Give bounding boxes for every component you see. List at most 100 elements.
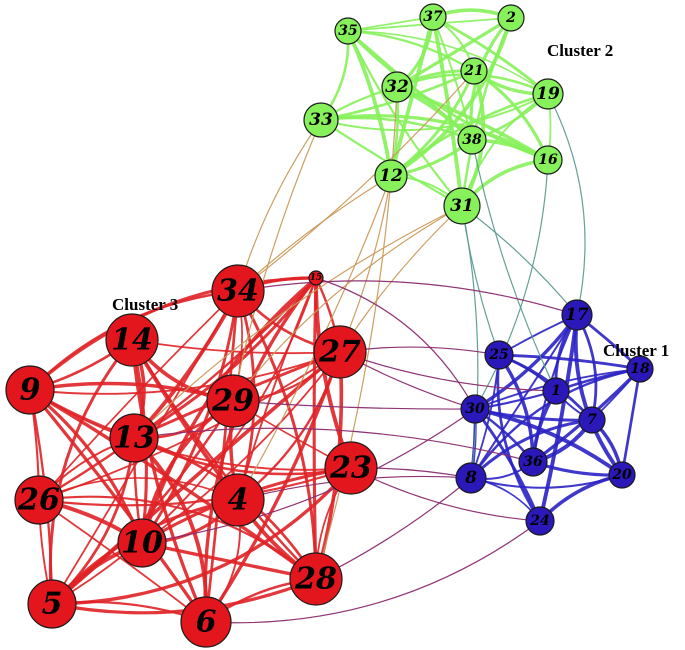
node-35-circle xyxy=(334,17,362,45)
edge-37-31 xyxy=(431,15,464,208)
node-21: 21 xyxy=(460,57,488,85)
node-6-circle xyxy=(180,596,232,648)
edge-21-34 xyxy=(237,70,475,292)
node-2-label: 2 xyxy=(505,10,516,26)
edge-27-1 xyxy=(339,351,557,392)
node-25-label: 25 xyxy=(488,347,508,363)
node-21-circle xyxy=(460,57,488,85)
node-10-circle xyxy=(117,518,167,568)
edge-38-1 xyxy=(471,139,557,392)
node-26-label: 26 xyxy=(17,483,60,518)
edge-19-17 xyxy=(547,93,586,316)
edge-29-30 xyxy=(232,400,476,410)
node-38: 38 xyxy=(457,125,487,155)
edge-15-26 xyxy=(37,276,318,502)
node-24: 24 xyxy=(525,506,555,536)
node-20-circle xyxy=(608,461,636,489)
edge-31-13 xyxy=(133,205,463,439)
node-18: 18 xyxy=(626,355,654,383)
node-5: 5 xyxy=(27,579,77,629)
edge-33-16 xyxy=(319,114,550,162)
node-21-label: 21 xyxy=(463,63,483,79)
node-34-label: 34 xyxy=(217,274,259,309)
edge-31-17 xyxy=(461,205,578,316)
node-34: 34 xyxy=(211,264,265,318)
node-33-circle xyxy=(303,102,339,138)
node-14-circle xyxy=(105,313,159,367)
node-7-label: 7 xyxy=(587,412,597,428)
edge-13-6 xyxy=(132,436,209,624)
edge-35-19 xyxy=(347,30,549,95)
node-32: 32 xyxy=(381,71,413,103)
node-10-label: 10 xyxy=(121,526,163,561)
node-31-circle xyxy=(443,187,481,225)
node-24-circle xyxy=(525,506,555,536)
edge-17-30 xyxy=(473,313,579,411)
node-29-circle xyxy=(206,374,260,428)
node-7: 7 xyxy=(578,406,606,434)
node-27-label: 27 xyxy=(318,335,361,370)
node-26-circle xyxy=(14,475,64,525)
node-19-label: 19 xyxy=(536,84,560,104)
edge-17-24 xyxy=(538,313,579,523)
node-37: 37 xyxy=(419,3,447,31)
edge-33-29 xyxy=(232,119,322,402)
node-2: 2 xyxy=(497,4,525,32)
edge-34-6 xyxy=(204,289,240,624)
node-30-circle xyxy=(460,394,490,424)
node-6: 6 xyxy=(180,596,232,648)
node-37-label: 37 xyxy=(423,9,443,25)
node-4: 4 xyxy=(211,473,265,527)
edge-10-30 xyxy=(141,408,476,544)
node-1-label: 1 xyxy=(551,383,561,399)
node-23-circle xyxy=(324,441,378,495)
node-28-label: 28 xyxy=(294,562,337,597)
cluster-2-label: Cluster 2 xyxy=(547,41,613,60)
node-26: 26 xyxy=(14,475,64,525)
edge-9-6 xyxy=(28,388,208,624)
node-10: 10 xyxy=(117,518,167,568)
node-4-circle xyxy=(211,473,265,527)
cluster-3-label: Cluster 3 xyxy=(112,295,178,314)
node-6-label: 6 xyxy=(196,605,217,640)
node-23: 23 xyxy=(324,441,378,495)
node-19: 19 xyxy=(532,78,564,110)
node-35-label: 35 xyxy=(338,23,357,39)
node-17-circle xyxy=(561,299,593,331)
cluster-1-label: Cluster 1 xyxy=(603,341,669,360)
node-9: 9 xyxy=(5,365,55,415)
node-1: 1 xyxy=(542,377,570,405)
node-31-label: 31 xyxy=(450,196,474,216)
edge-13-36 xyxy=(133,427,534,463)
node-23-label: 23 xyxy=(329,451,372,486)
edge-34-17 xyxy=(237,280,578,316)
edge-14-6 xyxy=(130,338,208,624)
node-1-circle xyxy=(542,377,570,405)
node-18-label: 18 xyxy=(630,361,650,377)
nodes-layer: 1245678910121314151617181920212324252627… xyxy=(5,3,654,648)
node-5-label: 5 xyxy=(42,587,63,622)
edge-12-27 xyxy=(339,175,392,353)
edge-27-10 xyxy=(141,351,341,544)
edge-32-28 xyxy=(315,86,398,580)
edge-31-8 xyxy=(461,205,479,479)
node-12-circle xyxy=(374,159,408,193)
edge-28-5 xyxy=(50,577,318,615)
node-30: 30 xyxy=(460,394,490,424)
node-27: 27 xyxy=(313,325,367,379)
node-25-circle xyxy=(484,340,514,370)
edge-16-30 xyxy=(474,159,549,410)
node-8-label: 8 xyxy=(464,468,477,488)
edge-17-8 xyxy=(470,314,578,479)
node-9-circle xyxy=(5,365,55,415)
edge-25-24 xyxy=(496,353,542,523)
node-16-circle xyxy=(533,145,563,175)
node-7-circle xyxy=(578,406,606,434)
node-9-label: 9 xyxy=(20,373,41,408)
node-36-label: 36 xyxy=(523,454,543,470)
node-33-label: 33 xyxy=(309,110,333,130)
node-15-label: 15 xyxy=(310,273,323,283)
edge-18-8 xyxy=(469,367,642,480)
node-19-circle xyxy=(532,78,564,110)
